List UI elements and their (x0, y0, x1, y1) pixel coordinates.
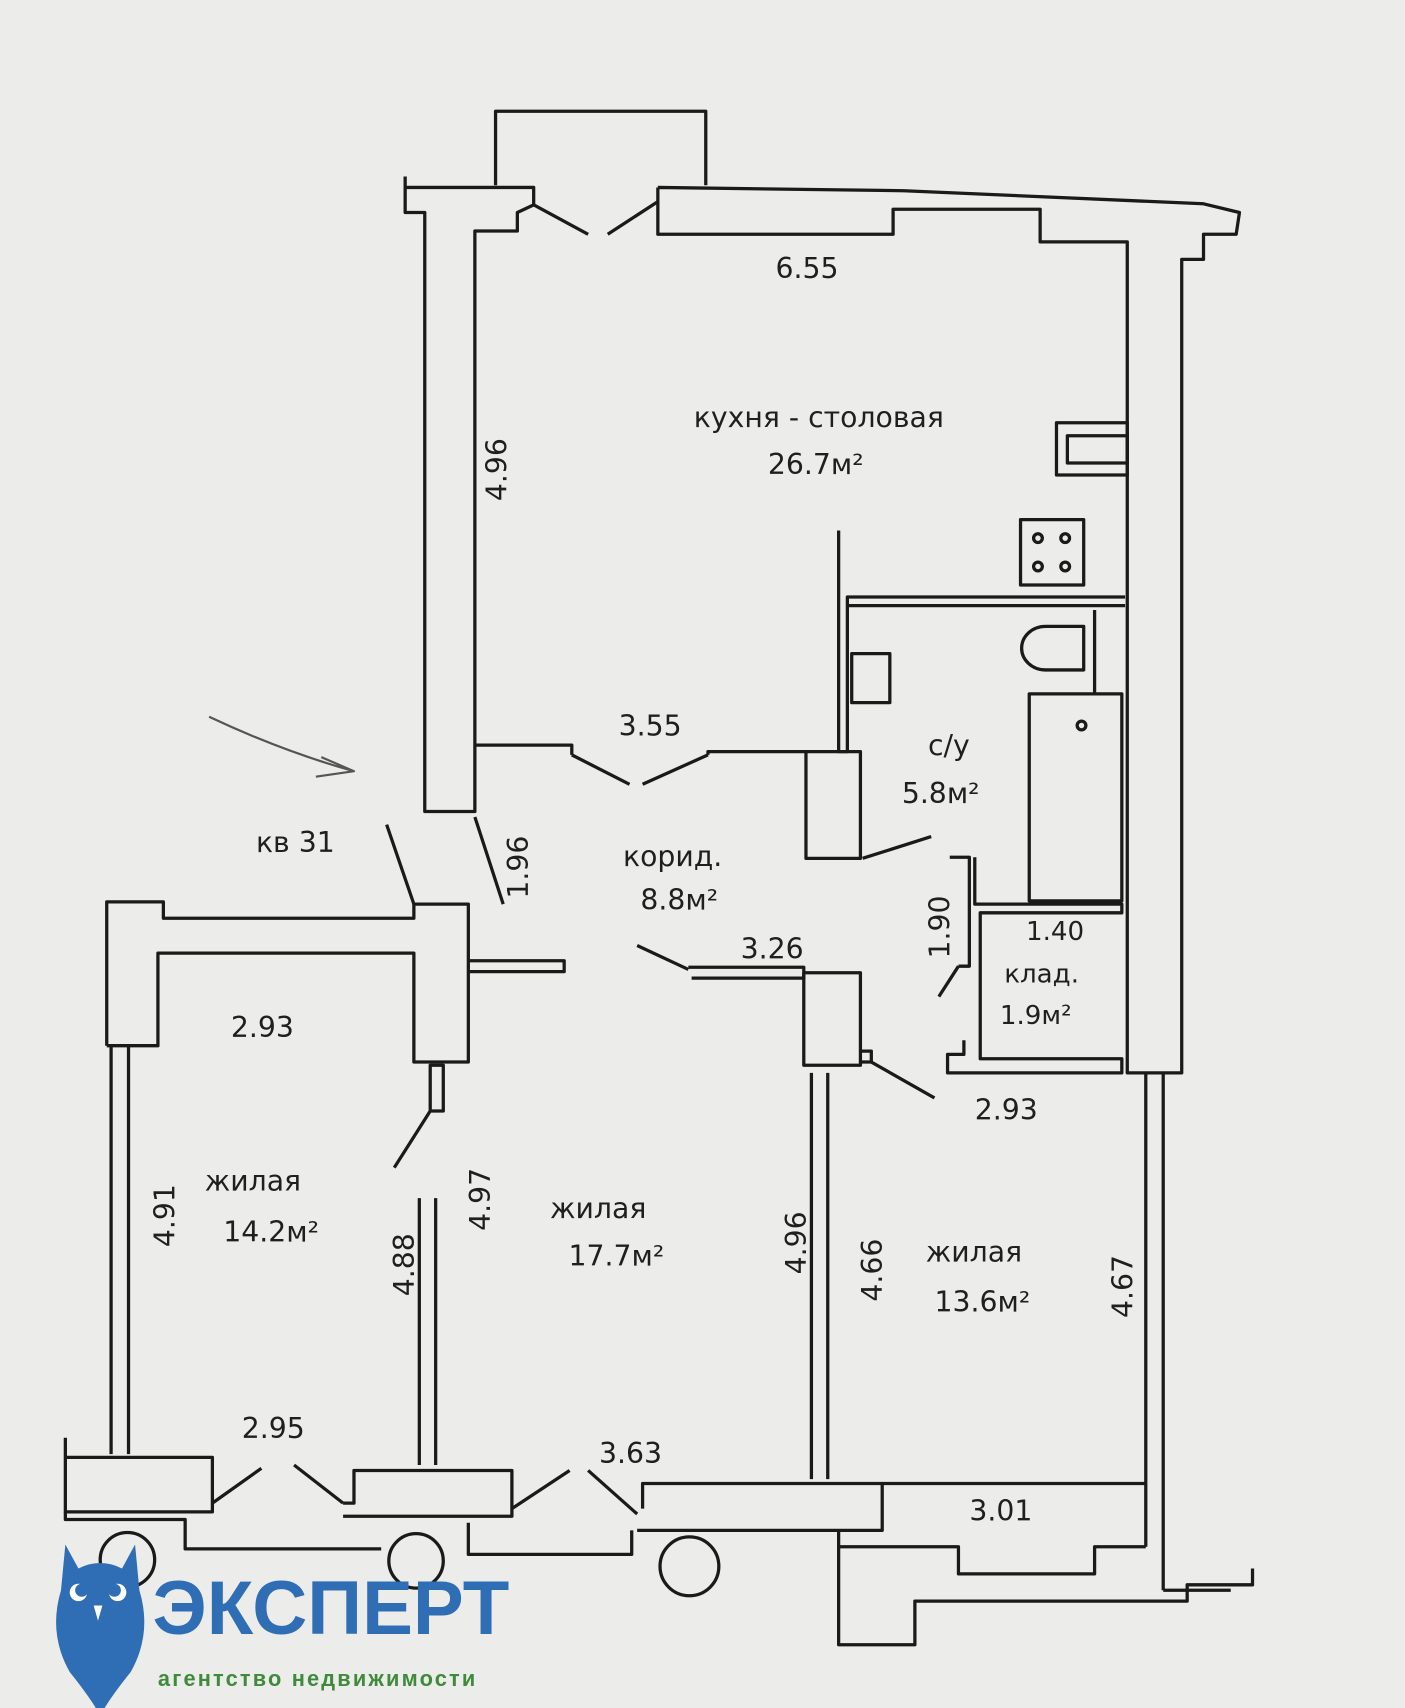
walls (63, 109, 1255, 1647)
dim-storage-length: 1.90 (924, 896, 957, 959)
dim-room1-bottom: 2.95 (242, 1412, 305, 1445)
dim-room2-right: 4.96 (780, 1211, 813, 1274)
dim-kitchen-inner: 3.55 (619, 709, 682, 742)
dim-room2-bottom: 3.63 (599, 1437, 662, 1470)
room-name-storage: клад. (1004, 960, 1079, 990)
dim-kitchen-width: 6.55 (775, 252, 838, 285)
room-area-bedroom2: 17.7м² (569, 1240, 665, 1273)
dim-room3-top: 2.93 (975, 1094, 1038, 1127)
room-name-bedroom3: жилая (926, 1235, 1022, 1268)
room-name-bedroom2: жилая (550, 1192, 646, 1225)
room-area-storage: 1.9м² (1000, 1001, 1072, 1031)
dim-storage-width: 1.40 (1026, 917, 1084, 947)
dim-room1-inner: 4.88 (388, 1233, 421, 1296)
dim-corridor-length: 1.96 (502, 836, 535, 899)
room-name-kitchen: кухня - столовая (694, 401, 944, 434)
labels: 6.55 кухня - столовая 26.7м² 4.96 3.55 с… (148, 252, 1139, 1528)
room-area-bedroom1: 14.2м² (223, 1216, 319, 1249)
room-area-kitchen: 26.7м² (768, 448, 864, 481)
dim-room3-right: 4.67 (1107, 1255, 1140, 1318)
dim-room3-bottom: 3.01 (969, 1495, 1032, 1528)
room-area-bedroom3: 13.6м² (934, 1285, 1030, 1318)
room-area-corridor: 8.8м² (640, 884, 718, 917)
dim-corridor-width: 3.26 (741, 933, 804, 966)
room-name-corridor: корид. (623, 840, 722, 873)
logo-subtitle: агентство недвижимости (158, 1666, 478, 1691)
room-name-bathroom: с/у (928, 729, 970, 762)
dim-room1-top: 2.93 (231, 1011, 294, 1044)
dim-room2-side: 4.97 (464, 1168, 497, 1231)
room-name-bedroom1: жилая (205, 1165, 301, 1198)
agency-logo: ЭКСПЕРТ агентство недвижимости (56, 1544, 509, 1708)
dim-room3-left: 4.66 (856, 1239, 889, 1302)
dim-room1-side: 4.91 (148, 1184, 181, 1247)
logo-title: ЭКСПЕРТ (152, 1566, 509, 1651)
dim-kitchen-length: 4.96 (480, 438, 513, 501)
room-area-bathroom: 5.8м² (902, 777, 980, 810)
apartment-label: кв 31 (256, 826, 335, 859)
